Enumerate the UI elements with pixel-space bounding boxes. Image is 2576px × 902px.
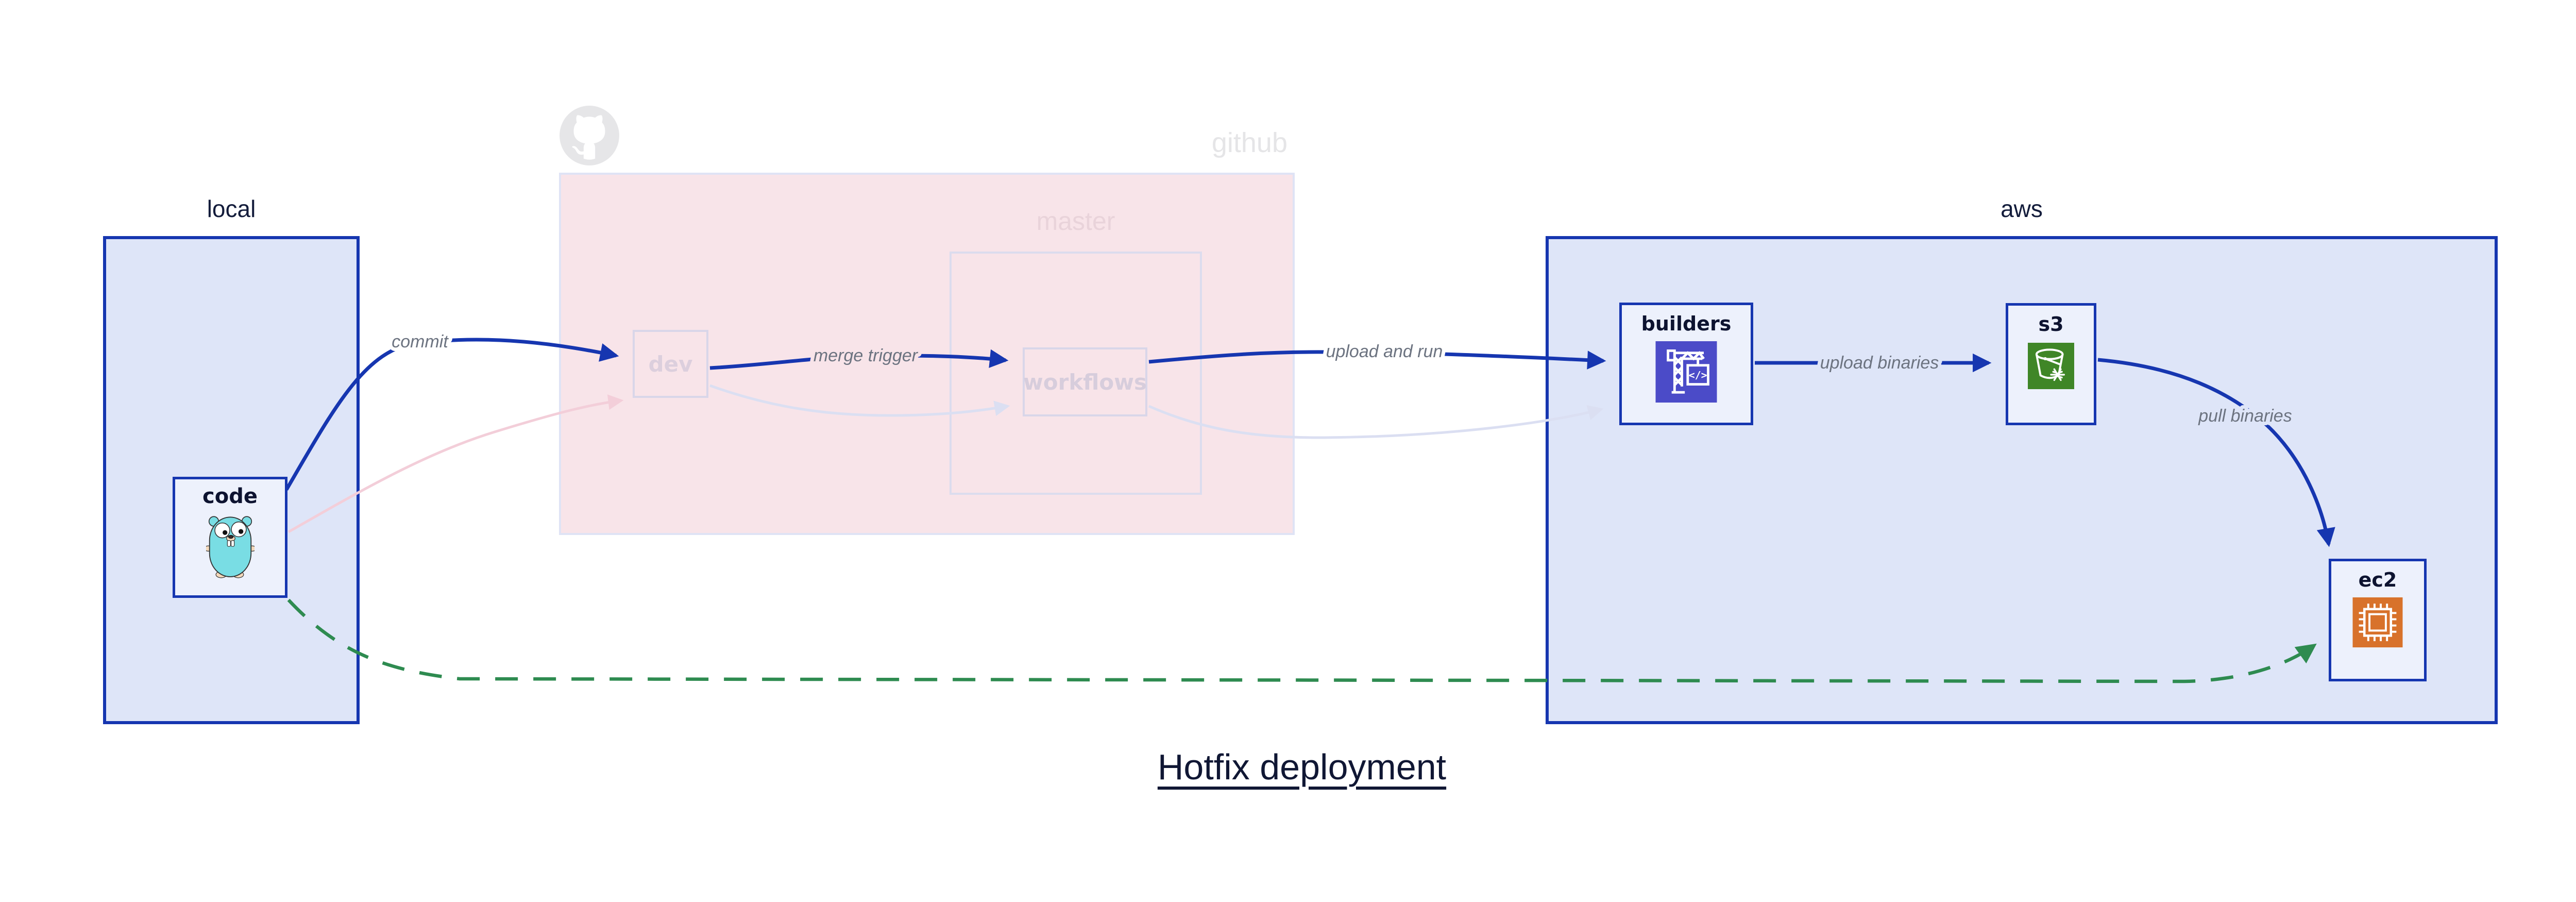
node-ec2: ec2 — [2329, 559, 2427, 681]
edge-merge-trigger — [709, 349, 1009, 370]
aws-container-label: aws — [2001, 195, 2043, 222]
diagram-title: Hotfix deployment — [1157, 747, 1447, 787]
node-builders-label: builders — [1641, 312, 1732, 335]
github-octocat-icon — [560, 106, 619, 165]
edge-code-to-dev-faded — [287, 394, 624, 533]
edge-hotfix-code-to-ec2 — [287, 598, 2317, 683]
edge-label-pull-binaries: pull binaries — [2198, 406, 2292, 426]
edge-commit — [284, 338, 619, 491]
local-container-label: local — [207, 195, 256, 222]
edge-pull-binaries — [2097, 358, 2335, 547]
aws-s3-bucket-snowflake-icon — [2028, 343, 2074, 389]
master-branch-box — [950, 252, 1202, 495]
edge-label-commit: commit — [392, 332, 449, 352]
svg-text:</>: </> — [1689, 369, 1707, 381]
node-dev: dev — [633, 330, 708, 398]
edge-label-upload-and-run: upload and run — [1326, 342, 1443, 361]
node-s3-label: s3 — [2038, 313, 2064, 336]
edge-upload-and-run — [1148, 350, 1606, 370]
node-code-label: code — [202, 485, 258, 508]
edge-workflows-to-builders-faded — [1148, 405, 1604, 439]
node-workflows: workflows — [1023, 347, 1147, 416]
edge-label-upload-binaries: upload binaries — [1820, 353, 1939, 373]
node-ec2-label: ec2 — [2358, 569, 2397, 591]
node-s3: s3 — [2006, 303, 2096, 425]
github-container — [559, 173, 1295, 535]
node-dev-label: dev — [648, 351, 693, 377]
node-workflows-label: workflows — [1023, 369, 1147, 395]
github-container-label: github — [1211, 127, 1287, 158]
aws-ec2-chip-icon — [2352, 597, 2403, 647]
node-builders: builders </> — [1619, 303, 1753, 425]
node-code: code — [173, 477, 287, 598]
go-gopher-icon — [206, 516, 255, 578]
aws-codebuild-crane-icon: </> — [1655, 341, 1717, 403]
edge-dev-to-workflows-faded — [709, 384, 1010, 417]
master-branch-label: master — [1036, 207, 1115, 236]
edge-label-merge-trigger: merge trigger — [814, 346, 919, 365]
